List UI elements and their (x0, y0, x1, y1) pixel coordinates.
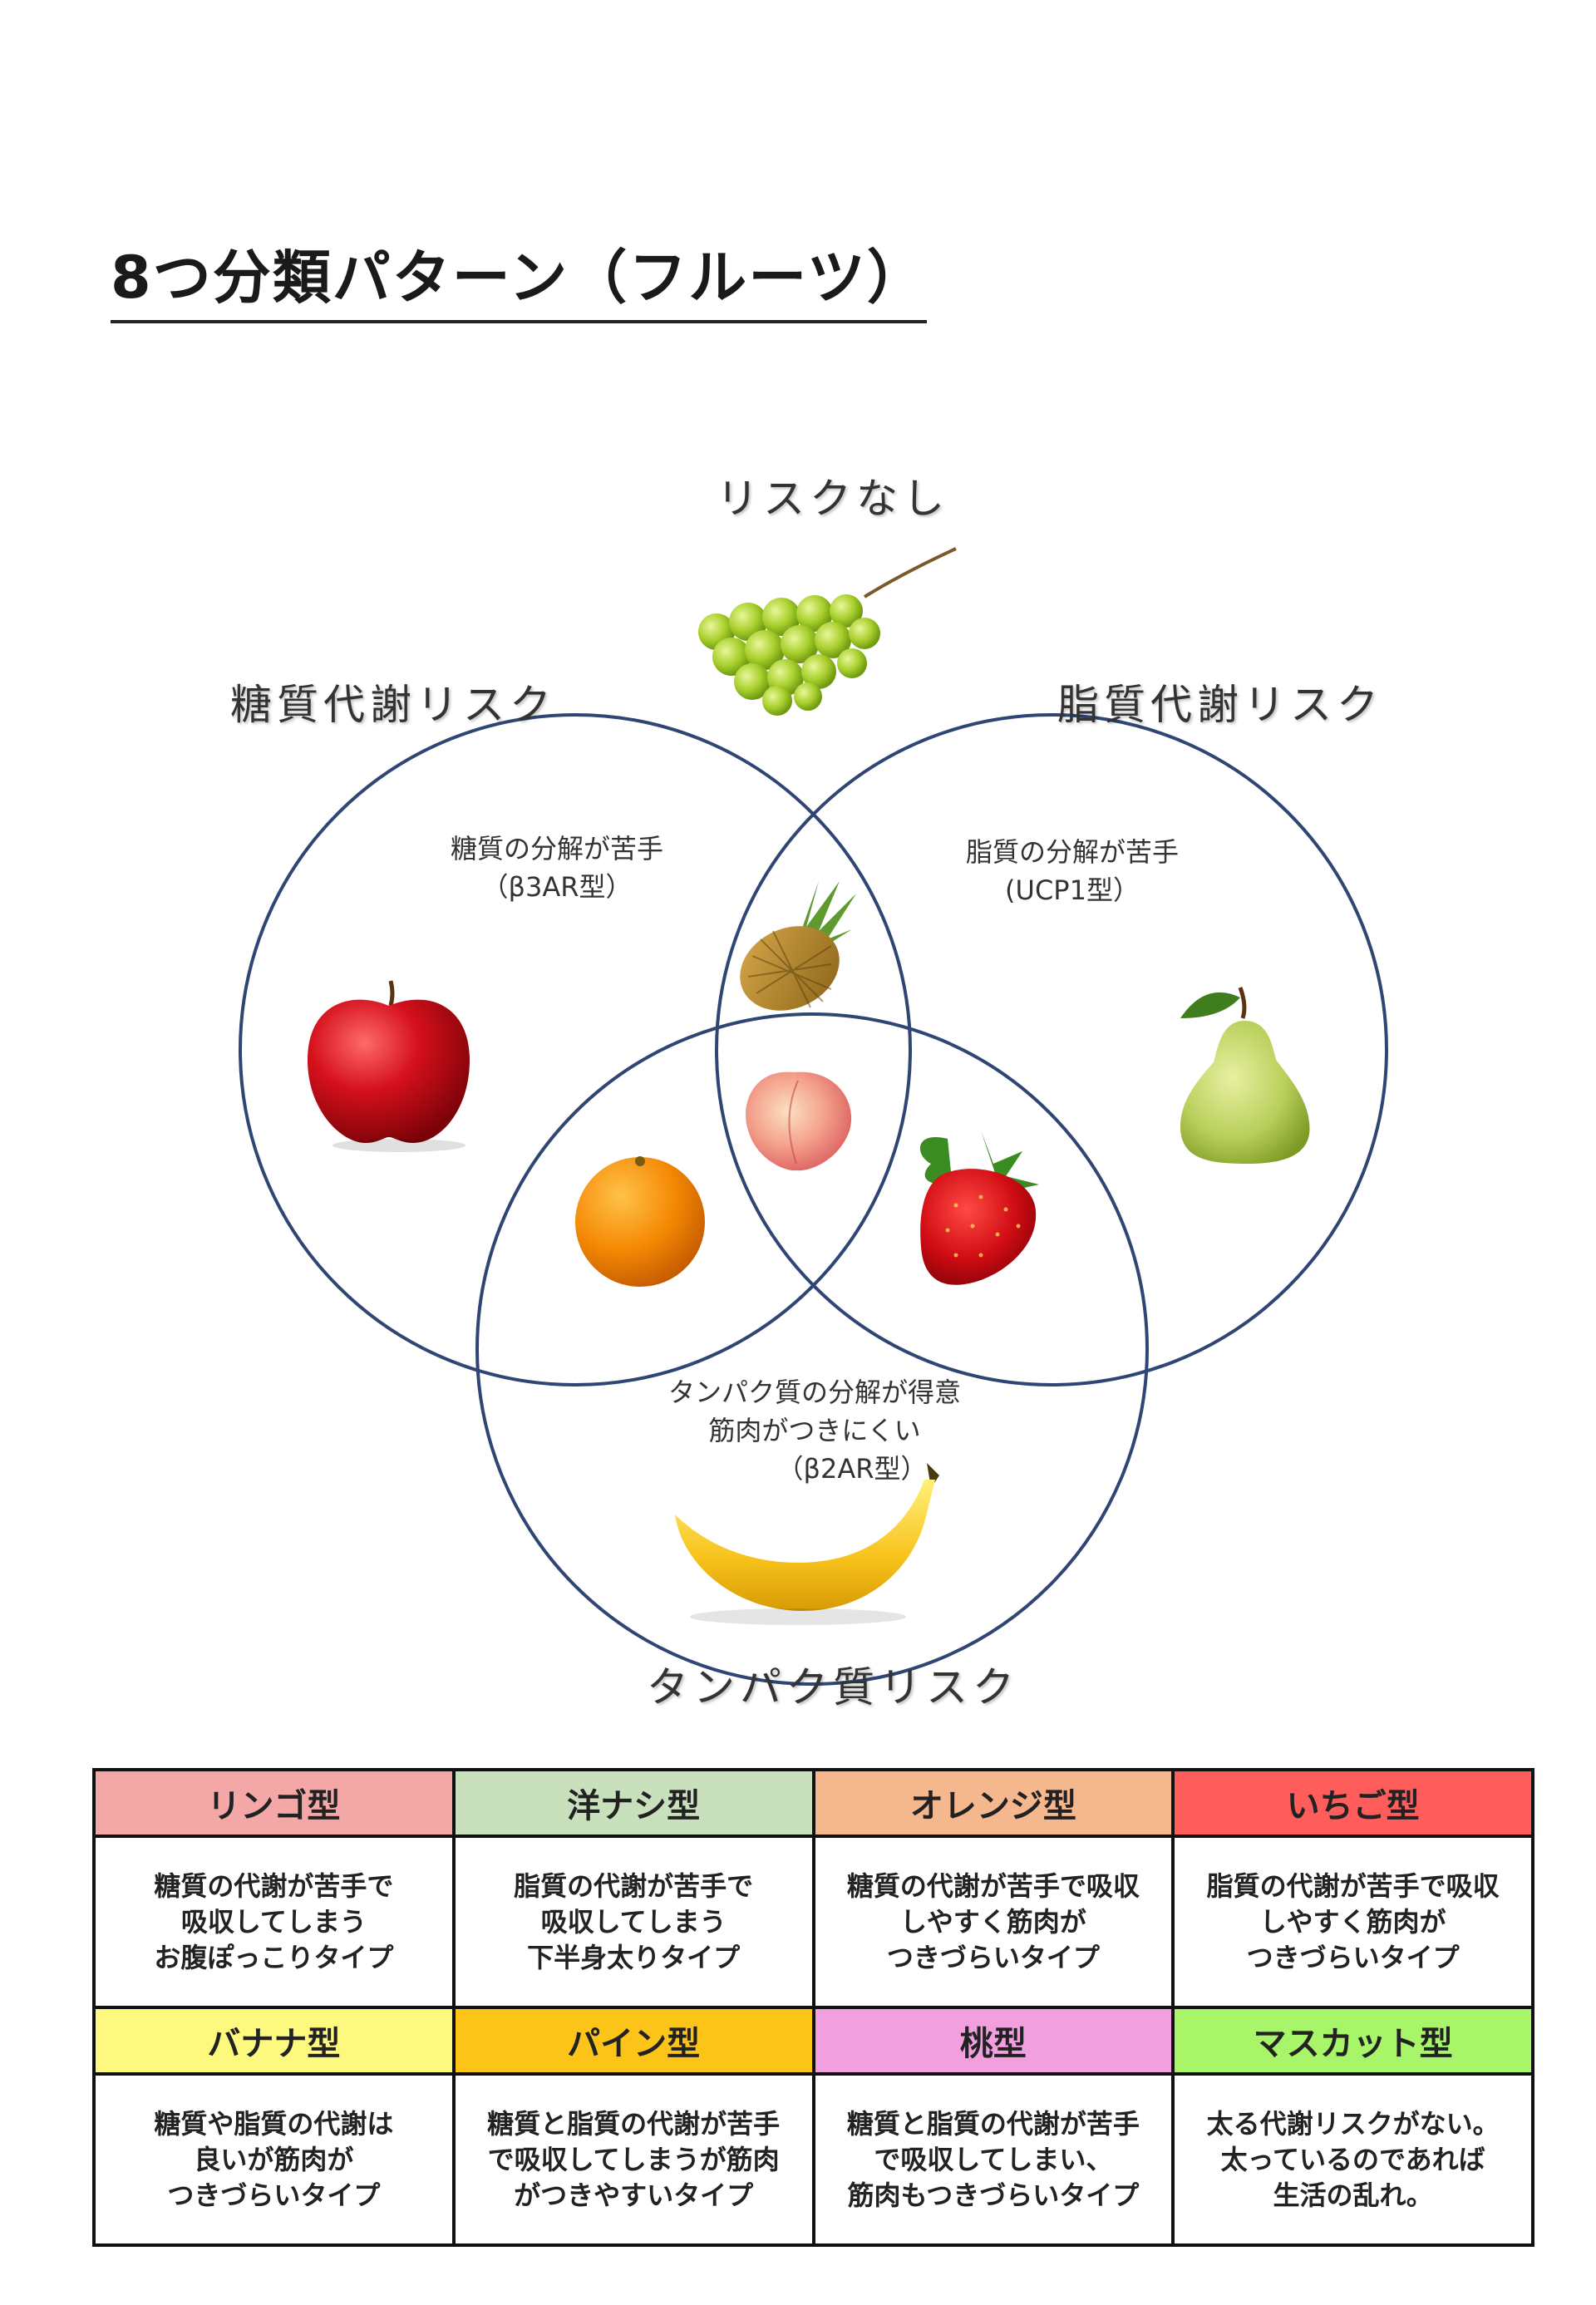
type-desc-peach: 糖質と脂質の代謝が苦手 で吸収してしまい、 筋肉もつきづらいタイプ (814, 2074, 1174, 2245)
strawberry-image (920, 1130, 1039, 1285)
type-desc-orange: 糖質の代謝が苦手で吸収 しやすく筋肉が つきづらいタイプ (814, 1836, 1174, 2007)
fat-desc-line2: (UCP1型） (948, 871, 1197, 909)
orange-image (575, 1156, 705, 1287)
muscat-grapes-image (698, 549, 956, 716)
type-header-orange: オレンジ型 (814, 1770, 1174, 1836)
type-desc-banana: 糖質や脂質の代謝は 良いが筋肉が つきづらいタイプ (94, 2074, 454, 2245)
fat-risk-description: 脂質の分解が苦手 (UCP1型） (948, 833, 1197, 909)
type-desc-pear: 脂質の代謝が苦手で 吸収してしまう 下半身太りタイプ (454, 1836, 814, 2007)
protein-desc-line3: （β2AR型） (648, 1450, 981, 1488)
fat-risk-circle (717, 715, 1387, 1385)
type-desc-pineapple: 糖質と脂質の代謝が苦手 で吸収してしまうが筋肉 がつきやすいタイプ (454, 2074, 814, 2245)
sugar-risk-description: 糖質の分解が苦手 （β3AR型） (432, 830, 682, 906)
type-header-peach: 桃型 (814, 2007, 1174, 2074)
pineapple-image (727, 881, 856, 1027)
type-desc-strawberry: 脂質の代謝が苦手で吸収 しやすく筋肉が つきづらいタイプ (1173, 1836, 1533, 2007)
fat-desc-line1: 脂質の分解が苦手 (948, 833, 1197, 871)
pear-image (1180, 988, 1309, 1164)
sugar-risk-label: 糖質代謝リスク (230, 672, 556, 731)
peach-image (746, 1072, 851, 1171)
no-risk-label: リスクなし (717, 465, 949, 525)
sugar-desc-line2: （β3AR型） (432, 868, 682, 906)
fat-risk-label: 脂質代謝リスク (1057, 672, 1383, 731)
type-desc-muscat: 太る代謝リスクがない。 太っているのであれば 生活の乱れ。 (1173, 2074, 1533, 2245)
fruit-types-table: リンゴ型 洋ナシ型 オレンジ型 いちご型 糖質の代謝が苦手で 吸収してしまう お… (92, 1768, 1534, 2247)
table-desc-row: 糖質や脂質の代謝は 良いが筋肉が つきづらいタイプ 糖質と脂質の代謝が苦手 で吸… (94, 2074, 1533, 2245)
type-header-pear: 洋ナシ型 (454, 1770, 814, 1836)
type-header-muscat: マスカット型 (1173, 2007, 1533, 2074)
table-header-row: バナナ型 パイン型 桃型 マスカット型 (94, 2007, 1533, 2074)
protein-risk-label: タンパク質リスク (647, 1654, 1019, 1714)
protein-risk-description: タンパク質の分解が得意 筋肉がつきにくい （β2AR型） (648, 1373, 981, 1488)
apple-image (308, 981, 470, 1152)
protein-desc-line1: タンパク質の分解が得意 (648, 1373, 981, 1411)
type-header-strawberry: いちご型 (1173, 1770, 1533, 1836)
table-header-row: リンゴ型 洋ナシ型 オレンジ型 いちご型 (94, 1770, 1533, 1836)
protein-desc-line2: 筋肉がつきにくい (648, 1411, 981, 1450)
sugar-desc-line1: 糖質の分解が苦手 (432, 830, 682, 868)
type-header-banana: バナナ型 (94, 2007, 454, 2074)
type-header-pineapple: パイン型 (454, 2007, 814, 2074)
table-desc-row: 糖質の代謝が苦手で 吸収してしまう お腹ぽっこりタイプ 脂質の代謝が苦手で 吸収… (94, 1836, 1533, 2007)
type-header-apple: リンゴ型 (94, 1770, 454, 1836)
type-desc-apple: 糖質の代謝が苦手で 吸収してしまう お腹ぽっこりタイプ (94, 1836, 454, 2007)
